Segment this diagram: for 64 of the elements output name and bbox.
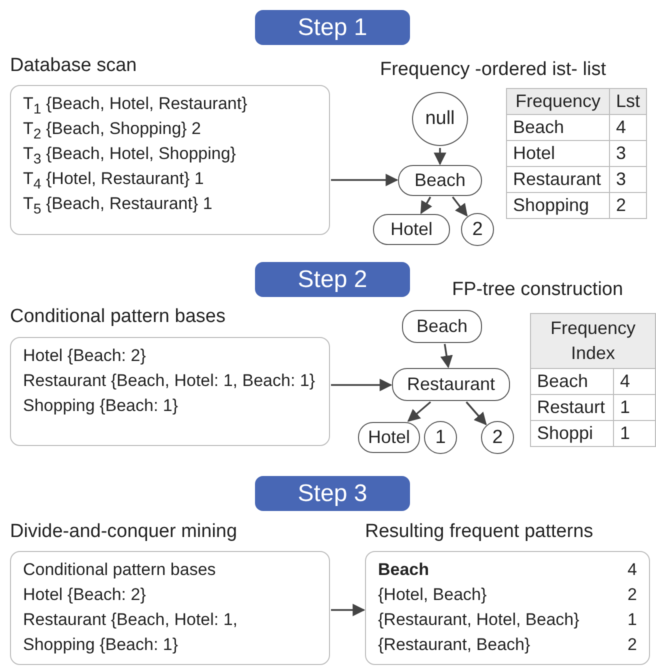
count-value: 4 bbox=[610, 114, 647, 140]
count-value: 1 bbox=[614, 394, 656, 420]
transaction-row-text: T$_{4}$ {Hotel, Restaurant} 1 bbox=[23, 168, 205, 191]
support-count: 4 bbox=[628, 559, 637, 581]
item-name: Beach bbox=[506, 114, 610, 140]
box-heading: Conditional pattern bases bbox=[23, 559, 217, 581]
column-header: Frequency Index bbox=[530, 314, 656, 368]
section-heading: Divide-and-conquer mining bbox=[10, 521, 238, 543]
count-value: 1 bbox=[614, 420, 656, 446]
arrow bbox=[407, 401, 432, 422]
count-value: 3 bbox=[610, 166, 647, 192]
step-banner: Step 1 bbox=[255, 10, 410, 45]
section-heading: Database scan bbox=[10, 55, 137, 77]
arrow bbox=[434, 148, 446, 166]
pattern-text: {Hotel, Beach} bbox=[378, 584, 488, 606]
arrow bbox=[420, 196, 432, 214]
arrow bbox=[331, 604, 366, 616]
transaction-row-text: T$_{1}$ {Beach, Hotel, Restaurant} bbox=[23, 93, 248, 116]
transaction-row-text: T$_{3}$ {Beach, Hotel, Shopping} bbox=[23, 143, 237, 166]
support-count: 1 bbox=[628, 609, 637, 631]
pattern-base-text: Restaurant {Beach, Hotel: 1, bbox=[23, 609, 239, 631]
pattern-base-text: Hotel {Beach: 2} bbox=[23, 345, 147, 367]
section-heading: Conditional pattern bases bbox=[10, 306, 226, 328]
tree-node: Hotel bbox=[358, 422, 420, 453]
item-name: Restaurant bbox=[506, 166, 610, 192]
support-count: 2 bbox=[628, 584, 637, 606]
item-name: Beach bbox=[530, 368, 614, 394]
arrow bbox=[466, 401, 487, 426]
arrow bbox=[452, 196, 468, 217]
tree-node: Restaurant bbox=[392, 368, 510, 401]
item-name: Shoppi bbox=[530, 420, 614, 446]
count-value: 4 bbox=[614, 368, 656, 394]
section-heading: Resulting frequent patterns bbox=[365, 521, 594, 543]
step-banner: Step 3 bbox=[255, 476, 410, 511]
transaction-row-text: T$_{2}$ {Beach, Shopping} 2 bbox=[23, 118, 202, 141]
item-name: Hotel bbox=[506, 140, 610, 166]
pattern-text: {Restaurant, Hotel, Beach} bbox=[378, 609, 580, 631]
column-header: Lst bbox=[610, 88, 647, 114]
pattern-base-text: Restaurant {Beach, Hotel: 1, Beach: 1} bbox=[23, 370, 316, 392]
pattern-base-text: Shopping {Beach: 1} bbox=[23, 634, 180, 656]
count-circle: 1 bbox=[424, 421, 457, 454]
tree-node: Hotel bbox=[373, 214, 450, 245]
count-value: 2 bbox=[610, 192, 647, 218]
section-heading: FP-tree construction bbox=[452, 279, 624, 301]
tree-node: Beach bbox=[402, 310, 482, 343]
column-header: Frequency bbox=[506, 88, 610, 114]
item-name: Restaurt bbox=[530, 394, 614, 420]
pattern-base-text: Hotel {Beach: 2} bbox=[23, 584, 147, 606]
count-circle: 2 bbox=[481, 421, 514, 454]
step-banner: Step 2 bbox=[255, 262, 410, 297]
arrow bbox=[331, 378, 392, 392]
pattern-base-text: Shopping {Beach: 1} bbox=[23, 395, 180, 417]
pattern-text: {Restaurant, Beach} bbox=[378, 634, 532, 656]
item-name: Shopping bbox=[506, 192, 610, 218]
arrow bbox=[331, 174, 398, 186]
count-circle: 2 bbox=[461, 213, 494, 246]
support-count: 2 bbox=[628, 634, 637, 656]
root-node-circle: null bbox=[412, 92, 468, 146]
tree-node: Beach bbox=[398, 165, 482, 196]
pattern-text: Beach bbox=[378, 559, 430, 581]
section-heading: Frequency -ordered ist- list bbox=[380, 59, 606, 81]
count-value: 3 bbox=[610, 140, 647, 166]
transaction-row-text: T$_{5}$ {Beach, Restaurant} 1 bbox=[23, 193, 214, 216]
arrow bbox=[440, 344, 453, 368]
